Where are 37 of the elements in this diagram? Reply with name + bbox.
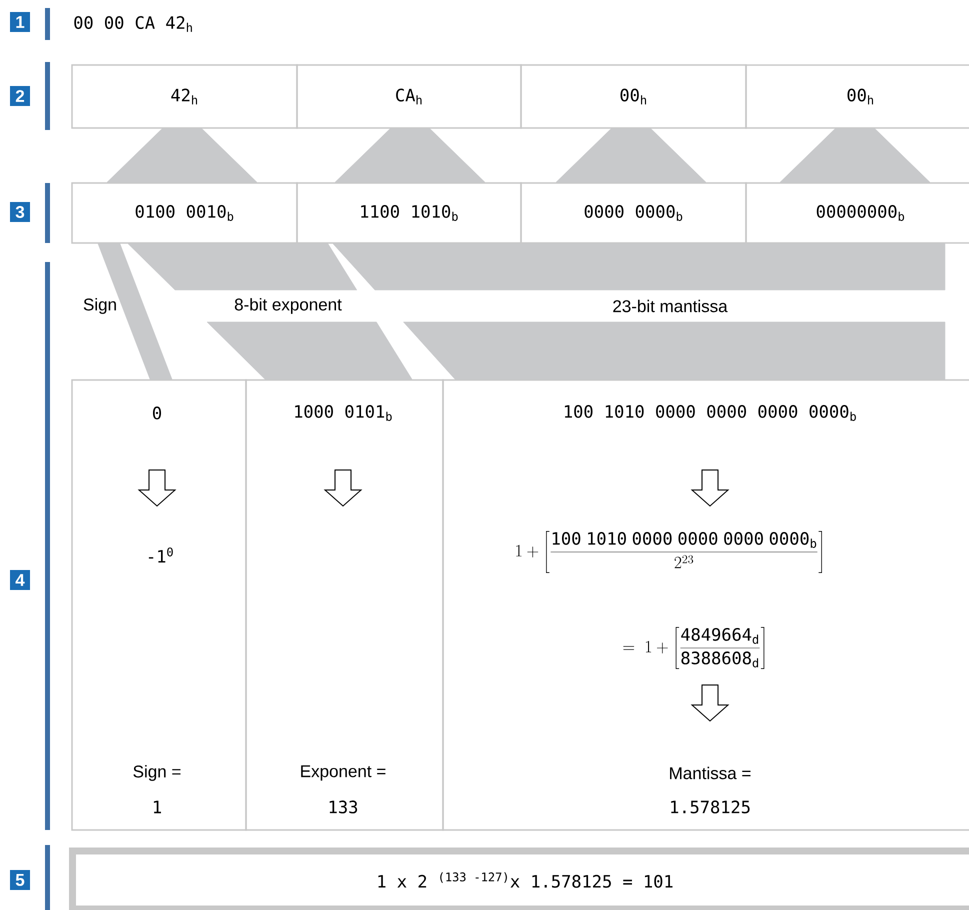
field-label: Exponent = [301, 765, 386, 781]
value-text: 1.578125 [671, 800, 750, 814]
bit-band [128, 244, 412, 380]
funnel-band [556, 128, 706, 182]
table-cell: 0000 0000$_{b}$ [520, 182, 747, 244]
value-text: 1 [154, 800, 161, 814]
result-box: 1 x 2 $^{(133 -127)}$x 1.578125 = 101 [69, 848, 969, 910]
field-heading: 8-bit exponent [234, 298, 342, 314]
bit-band [332, 244, 946, 380]
field-label: Mantissa = [670, 766, 750, 780]
field-label: Sign = [133, 765, 180, 781]
table-cell: 00$_{h}$ [520, 64, 747, 129]
value-text: 1000 0101$_{b}$ [295, 405, 392, 421]
value-text: 133 [330, 800, 358, 814]
value-text: 0 [153, 406, 162, 420]
formula: $=\ 1+\left[\frac{\mathtt{4849664}_{\mathtt{d}}}{\mathtt{8388608}_{\mathtt{d}}}\right]$ [623, 627, 764, 669]
row-number-badge: 1 [10, 12, 30, 32]
funnel-band [780, 128, 930, 182]
value-text: 100 1010 0000 0000 0000 0000$_{b}$ [564, 405, 856, 421]
table-cell: 1100 1010$_{b}$ [296, 182, 522, 244]
bit-band [98, 244, 172, 380]
funnel-band [334, 128, 486, 182]
table-cell: 0100 0010$_{b}$ [71, 182, 298, 244]
row-number-badge: 2 [10, 86, 30, 106]
value-text: -1$^{0}$ [148, 547, 173, 563]
hex-value: 00 00 CA 42$_{h}$ [74, 16, 192, 32]
field-heading: Sign [84, 298, 116, 314]
funnel-band [106, 128, 258, 182]
row-number-badge: 4 [10, 570, 30, 590]
formula: $1+\left[\frac{\mathtt{100\ 1010\ 0000\ 0000\ 0000\ 0000}_{\mathtt{b}}}{2^{23}}\right]$ [516, 531, 822, 573]
row-number-badge: 5 [10, 870, 30, 890]
table-cell: 00$_{h}$ [745, 64, 969, 129]
table-cell: 42$_{h}$ [71, 64, 298, 129]
row-number-badge: 3 [10, 202, 30, 222]
table-cell: CA$_{h}$ [296, 64, 522, 129]
table-cell: 00000000$_{b}$ [745, 182, 969, 244]
field-heading: 23-bit mantissa [613, 300, 728, 312]
